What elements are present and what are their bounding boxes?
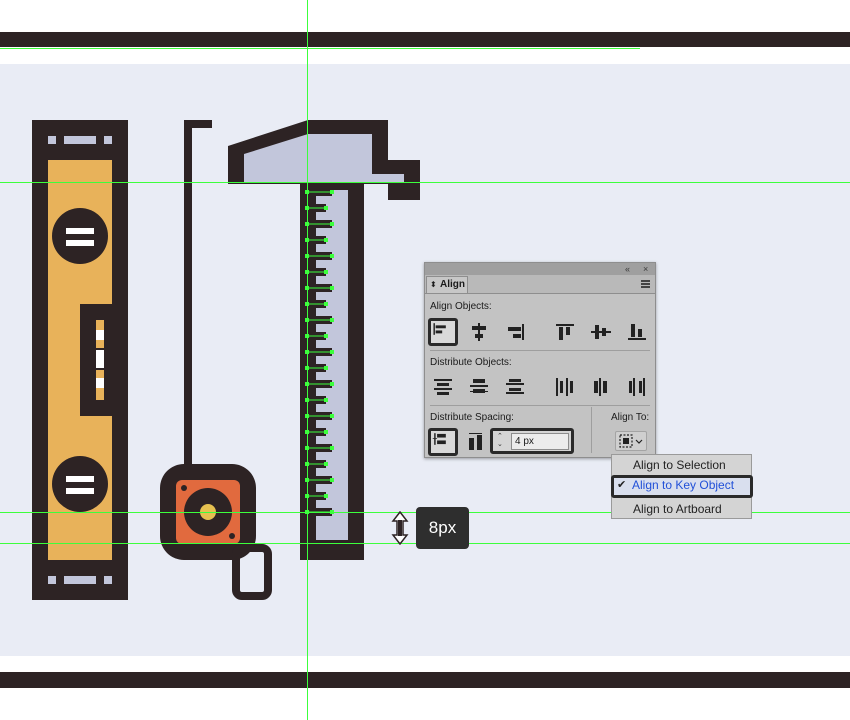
vertical-distribute-space-icon — [432, 433, 446, 445]
anchor-point[interactable] — [330, 190, 334, 194]
section-divider — [430, 405, 650, 406]
anchor-point[interactable] — [324, 334, 328, 338]
section-divider — [430, 350, 650, 351]
horizontal-distribute-space-icon — [469, 433, 482, 450]
guide-vertical-1[interactable] — [307, 0, 308, 720]
distance-tooltip: 8px — [416, 507, 469, 549]
vertical-align-center-icon — [591, 325, 611, 339]
section-divider-vertical — [591, 407, 592, 453]
align-to-menu: Align to Selection ✔ Align to Key Object… — [611, 454, 753, 519]
anchor-point[interactable] — [330, 382, 334, 386]
menu-item-label: Align to Key Object — [632, 478, 735, 492]
anchor-point[interactable] — [330, 286, 334, 290]
vertical-align-top-icon — [556, 324, 574, 340]
horizontal-distribute-center-button[interactable] — [589, 376, 613, 398]
tab-align-label: Align — [440, 279, 465, 290]
spirit-level-illustration[interactable] — [32, 120, 128, 600]
align-panel: « × ⬍ Align Align Objects: — [424, 262, 656, 458]
anchor-point[interactable] — [324, 462, 328, 466]
anchor-point[interactable] — [324, 366, 328, 370]
align-objects-label: Align Objects: — [430, 301, 492, 312]
anchor-point[interactable] — [324, 430, 328, 434]
vertical-distribute-top-icon — [434, 379, 452, 395]
anchor-point[interactable] — [330, 414, 334, 418]
menu-item-align-to-selection[interactable]: Align to Selection — [612, 455, 751, 475]
artboard-bottom-border — [0, 672, 850, 688]
panel-body: Align Objects: Distribute Objects: — [425, 293, 655, 457]
anchor-point[interactable] — [330, 446, 334, 450]
align-to-key-object-icon — [619, 434, 643, 448]
vertical-align-center-button[interactable] — [589, 321, 613, 343]
anchor-point[interactable] — [324, 206, 328, 210]
anchor-point[interactable] — [324, 270, 328, 274]
horizontal-align-right-button[interactable] — [503, 321, 527, 343]
tab-expand-icon[interactable]: ⬍ — [430, 280, 437, 289]
guide-horizontal-1[interactable] — [0, 48, 640, 49]
vertical-align-bottom-icon — [628, 324, 646, 340]
try-square-illustration[interactable] — [228, 120, 420, 560]
tab-align[interactable]: ⬍ Align — [426, 276, 468, 293]
anchor-point[interactable] — [330, 222, 334, 226]
menu-item-label: Align to Artboard — [633, 502, 722, 516]
distribute-spacing-label: Distribute Spacing: — [430, 412, 514, 423]
horizontal-distribute-left-button[interactable] — [553, 376, 577, 398]
vertical-distribute-center-icon — [470, 379, 488, 393]
horizontal-distribute-center-icon — [594, 378, 607, 396]
vertical-distribute-bottom-button[interactable] — [503, 376, 527, 398]
checkmark-icon: ✔ — [617, 479, 627, 491]
ruler-ticks — [305, 188, 334, 516]
horizontal-align-right-icon — [508, 324, 524, 340]
horizontal-distribute-right-button[interactable] — [625, 376, 649, 398]
guide-horizontal-2[interactable] — [0, 182, 850, 183]
horizontal-distribute-space-button[interactable] — [464, 431, 488, 453]
collapse-icon[interactable]: « — [625, 264, 631, 274]
vertical-distribute-space-button[interactable] — [428, 428, 458, 456]
horizontal-align-center-button[interactable] — [467, 321, 491, 343]
horizontal-distribute-right-icon — [629, 378, 645, 396]
horizontal-align-center-icon — [472, 323, 486, 341]
horizontal-align-left-button[interactable] — [428, 318, 458, 346]
distribute-objects-label: Distribute Objects: — [430, 357, 512, 368]
vertical-resize-cursor-icon — [391, 511, 409, 545]
close-icon[interactable]: × — [643, 264, 649, 274]
anchor-point[interactable] — [330, 318, 334, 322]
anchor-point[interactable] — [330, 254, 334, 258]
spacing-value-input[interactable]: 4 px — [511, 433, 569, 450]
anchor-point[interactable] — [330, 478, 334, 482]
spacing-stepper[interactable]: ⌃⌄ 4 px — [490, 428, 574, 454]
horizontal-align-left-icon — [433, 323, 446, 335]
panel-title-bar[interactable]: « × — [425, 263, 655, 275]
menu-item-align-to-key-object[interactable]: ✔ Align to Key Object — [611, 475, 753, 498]
align-to-dropdown-button[interactable] — [615, 431, 647, 451]
anchor-point[interactable] — [324, 398, 328, 402]
panel-menu-icon[interactable] — [641, 280, 650, 288]
vertical-distribute-bottom-icon — [506, 379, 524, 394]
align-to-label: Align To: — [611, 412, 650, 423]
menu-item-align-to-artboard[interactable]: Align to Artboard — [612, 499, 751, 519]
menu-item-label: Align to Selection — [633, 458, 726, 472]
vertical-align-top-button[interactable] — [553, 321, 577, 343]
tape-measure-illustration[interactable] — [160, 120, 272, 600]
horizontal-distribute-left-icon — [556, 378, 573, 396]
vertical-distribute-center-button[interactable] — [467, 376, 491, 398]
anchor-point[interactable] — [324, 238, 328, 242]
anchor-point[interactable] — [330, 350, 334, 354]
artboard-top-border — [0, 32, 850, 47]
vertical-align-bottom-button[interactable] — [625, 321, 649, 343]
anchor-point[interactable] — [324, 494, 328, 498]
vertical-distribute-top-button[interactable] — [431, 376, 455, 398]
stepper-arrows-icon[interactable]: ⌃⌄ — [497, 433, 503, 448]
anchor-point[interactable] — [324, 302, 328, 306]
